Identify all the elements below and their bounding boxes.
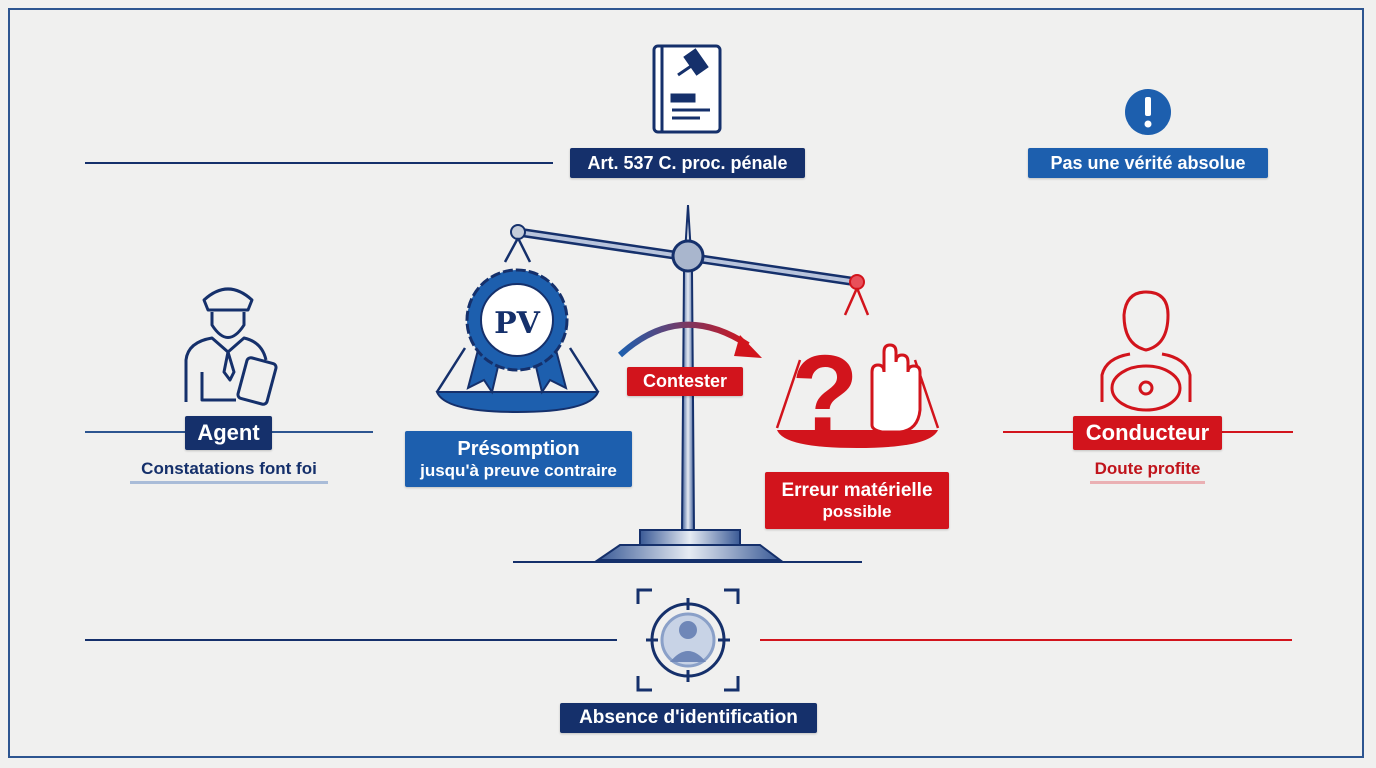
warning-label: Pas une vérité absolue bbox=[1028, 148, 1268, 178]
driver-icon bbox=[1100, 290, 1192, 412]
material-error-label: Erreur matérielle possible bbox=[765, 472, 949, 529]
presumption-line2: jusqu'à preuve contraire bbox=[420, 460, 617, 480]
presumption-line1: Présomption bbox=[457, 437, 580, 460]
police-officer-icon bbox=[184, 287, 278, 406]
agent-subtitle: Constatations font foi bbox=[130, 459, 328, 484]
presumption-label: Présomption jusqu'à preuve contraire bbox=[405, 431, 632, 487]
material-error-line2: possible bbox=[822, 501, 892, 521]
pv-seal-icon: PV bbox=[465, 268, 569, 395]
law-book-gavel-icon bbox=[652, 44, 722, 134]
exclamation-circle-icon bbox=[1125, 89, 1171, 135]
seal-text: PV bbox=[494, 306, 541, 341]
connector-lines bbox=[85, 162, 1293, 641]
driver-label: Conducteur bbox=[1073, 416, 1222, 450]
question-hand-icon: ? bbox=[791, 333, 922, 456]
svg-text:?: ? bbox=[791, 333, 858, 456]
blurred-face-target-icon bbox=[636, 588, 740, 692]
driver-subtitle: Doute profite bbox=[1090, 459, 1205, 484]
identification-label: Absence d'identification bbox=[560, 703, 817, 733]
contest-arrow-icon bbox=[617, 321, 762, 358]
law-article-label: Art. 537 C. proc. pénale bbox=[570, 148, 805, 178]
contest-label: Contester bbox=[627, 367, 743, 396]
material-error-line1: Erreur matérielle bbox=[781, 479, 933, 501]
agent-label: Agent bbox=[185, 416, 272, 450]
diagram-frame bbox=[8, 8, 1364, 758]
